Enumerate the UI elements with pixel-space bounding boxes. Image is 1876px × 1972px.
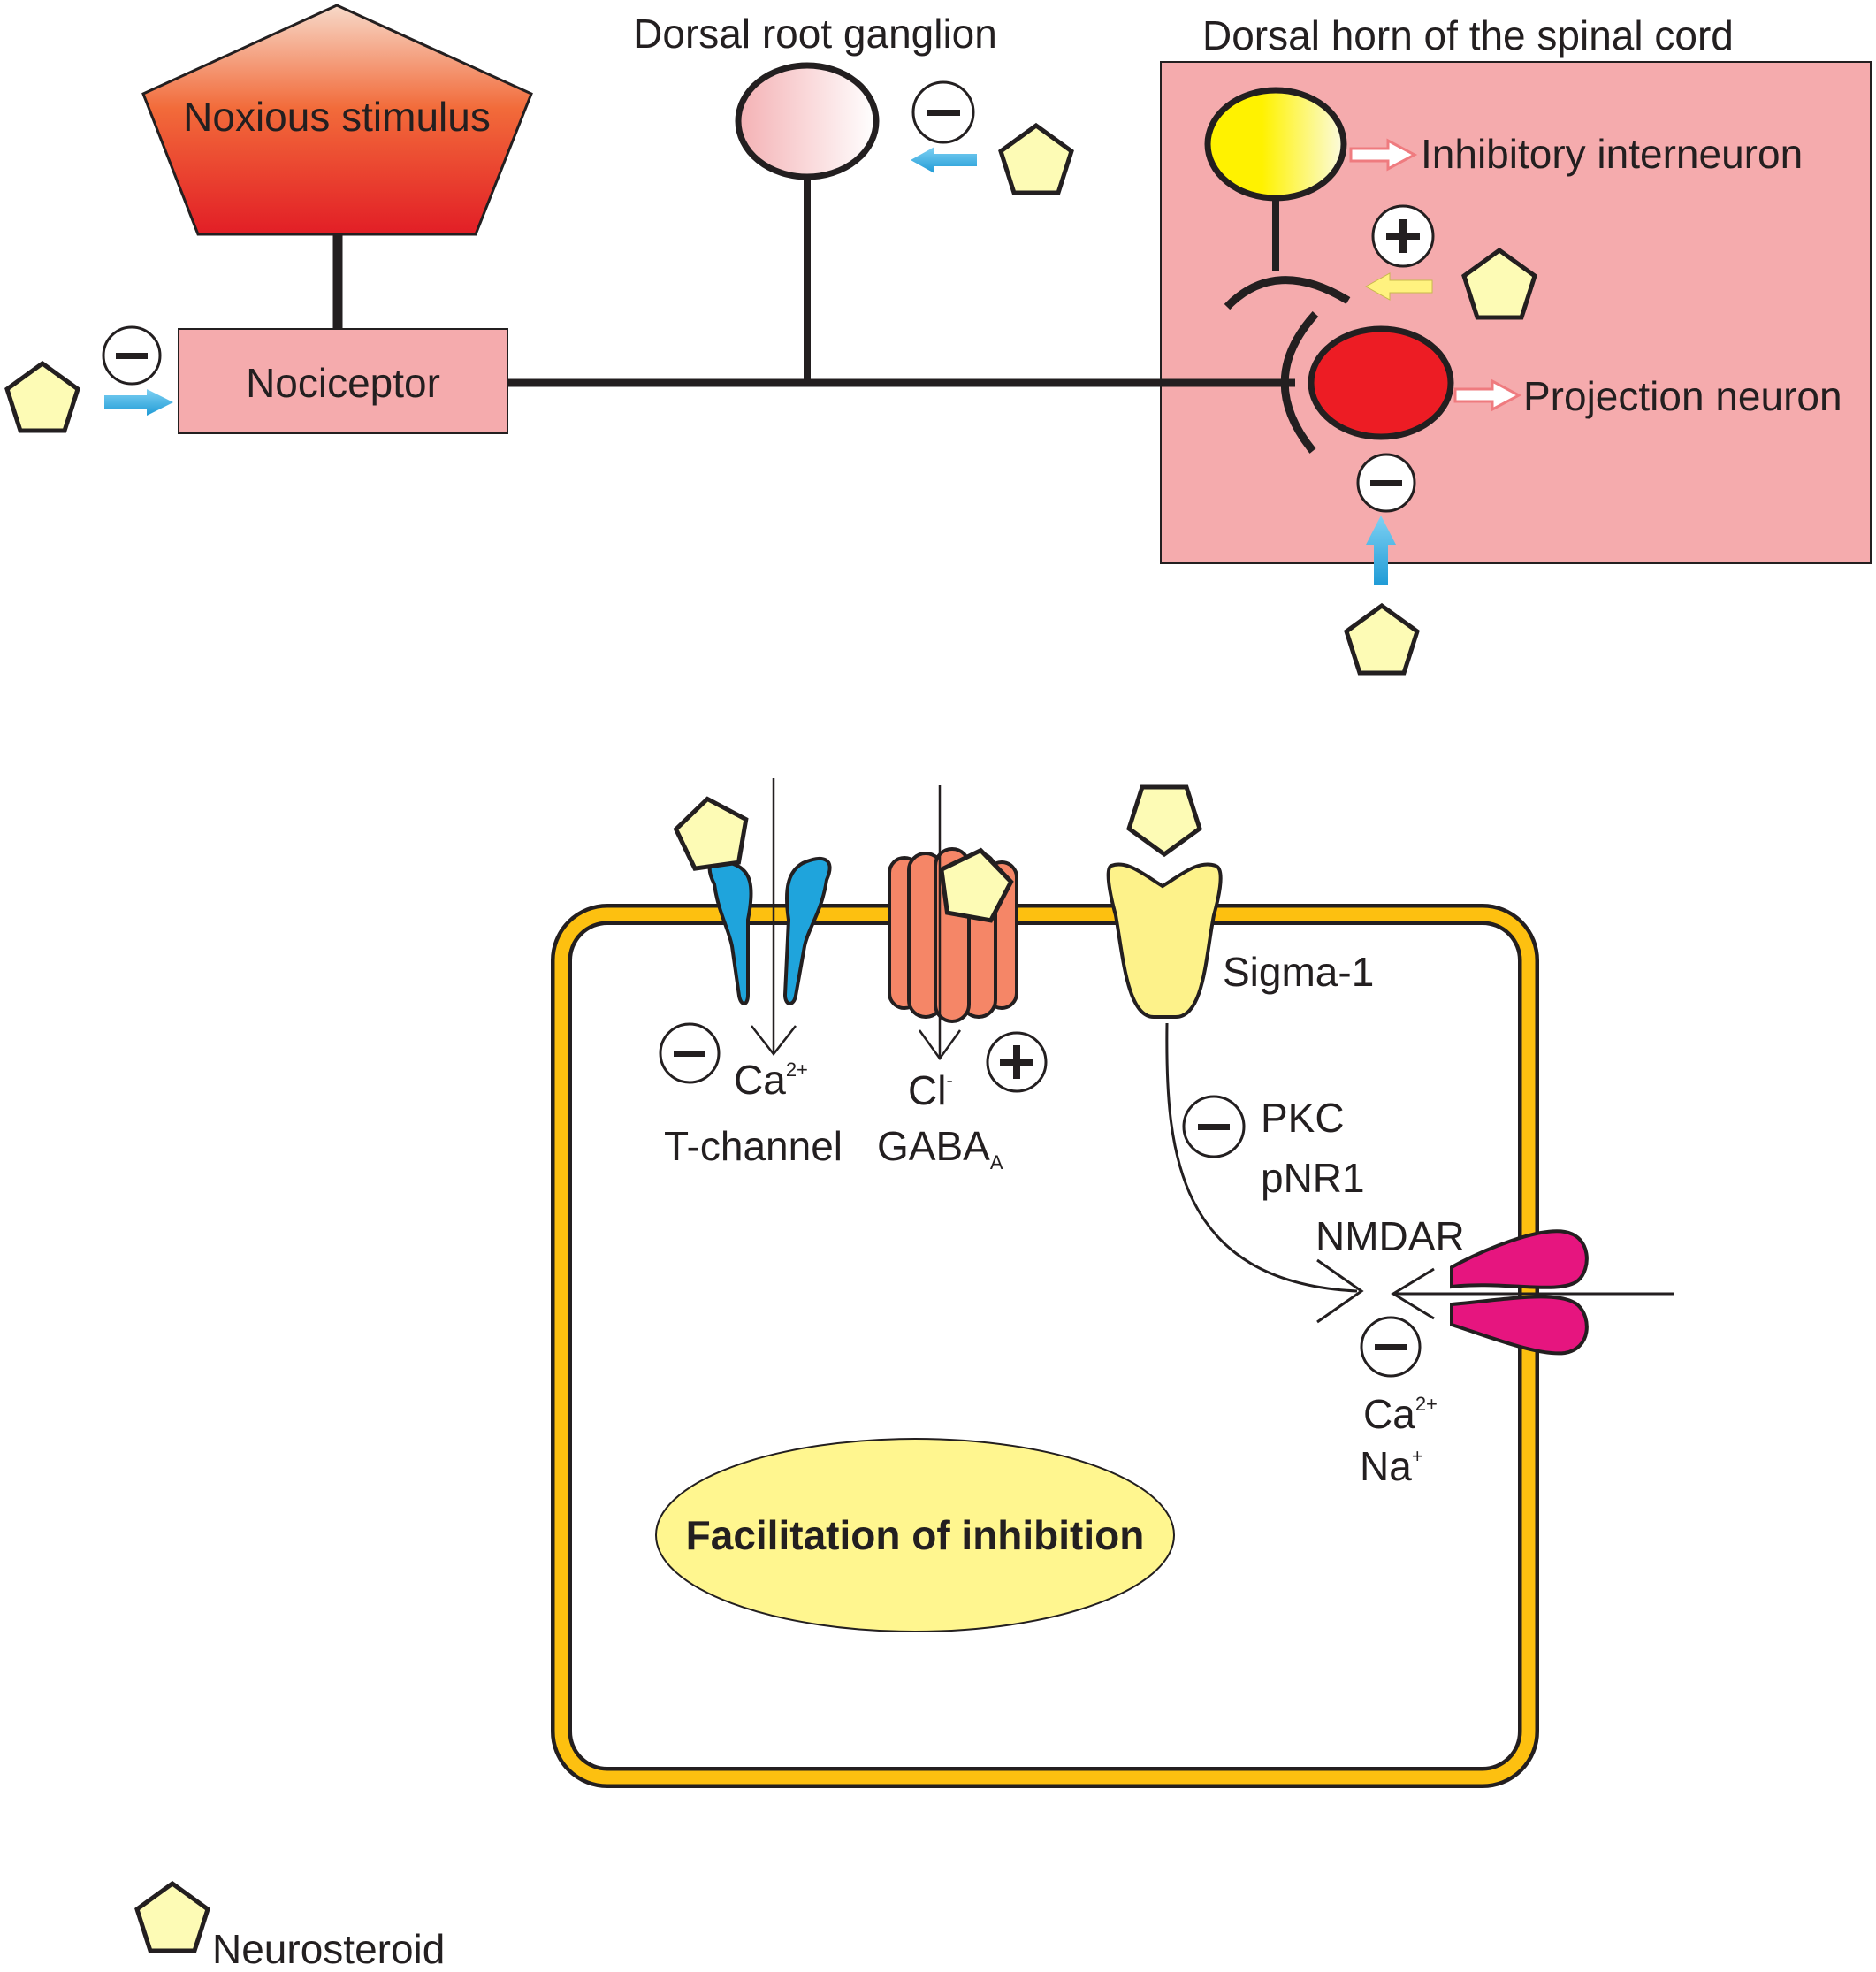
projection-blue-arrow: [1366, 516, 1396, 585]
interneuron-yellow-arrow: [1364, 272, 1433, 301]
t-channel-flux-head: [751, 1025, 797, 1057]
nmdar-inhibition-sign: [1360, 1316, 1422, 1378]
gaba-a-facilitation-sign: [986, 1031, 1048, 1093]
sigma1-neurosteroid: [1129, 787, 1200, 854]
t-channel: [707, 856, 832, 1005]
interneuron-terminal: [1224, 276, 1351, 310]
sigma1-pathway-inhibition-sign: [1182, 1095, 1246, 1158]
gaba-a-flux-head: [918, 1029, 962, 1061]
facilitation-ellipse: [655, 1438, 1175, 1632]
projection-neuron-label: Projection neuron: [1523, 373, 1842, 419]
nmdar-receptor: [1450, 1229, 1589, 1356]
gaba-a-receptor: [888, 847, 1018, 1023]
legend-neurosteroid-icon: [137, 1884, 208, 1951]
nmdar-flux-head: [1391, 1267, 1435, 1320]
nociceptor-label: Nociceptor: [246, 360, 440, 406]
t-channel-inhibition-sign: [659, 1022, 721, 1084]
nmdar-na-ion: Na+: [1360, 1443, 1423, 1489]
nociceptor-inhibition-sign: [102, 325, 162, 386]
nociceptor-neurosteroid: [7, 363, 78, 431]
t-channel-neurosteroid: [673, 794, 752, 870]
nmdar-ca-ion: Ca2+: [1363, 1391, 1438, 1437]
t-channel-label: T-channel: [664, 1123, 843, 1169]
sigma1-pathway-head: [1316, 1258, 1364, 1324]
pkc-label: PKC: [1261, 1095, 1345, 1141]
projection-inhibition-sign: [1356, 453, 1416, 513]
dorsal-root-ganglion-label: Dorsal root ganglion: [633, 11, 997, 57]
dorsal-horn-label: Dorsal horn of the spinal cord: [1202, 12, 1734, 58]
gaba-a-ion: Cl-: [908, 1067, 953, 1113]
nociceptor-terminal: [1280, 310, 1319, 454]
projection-neurosteroid: [1346, 606, 1417, 673]
nociceptor-box: [178, 328, 508, 434]
drg-neurosteroid: [1001, 126, 1071, 193]
nmdar-label: NMDAR: [1315, 1213, 1465, 1259]
facilitation-label: Facilitation of inhibition: [686, 1512, 1145, 1558]
t-channel-ion: Ca2+: [734, 1057, 808, 1103]
sigma1-label: Sigma-1: [1223, 949, 1374, 995]
legend-label: Neurosteroid: [212, 1926, 445, 1968]
noxious-stimulus-label: Noxious stimulus: [183, 94, 491, 140]
gaba-a-label: GABAA: [877, 1123, 1003, 1173]
sigma1-receptor: [1106, 862, 1223, 1019]
pnr1-label: pNR1: [1261, 1155, 1365, 1201]
projection-neuron-soma: [1308, 325, 1454, 440]
interneuron-facilitation-sign: [1371, 204, 1435, 268]
nociceptor-blue-arrow: [104, 389, 173, 416]
drg-inhibition-sign: [911, 80, 975, 144]
sigma1-pathway-line: [1165, 1022, 1358, 1293]
drg-blue-arrow: [911, 147, 977, 173]
dorsal-root-ganglion-soma: [735, 62, 880, 180]
inhibitory-interneuron-label: Inhibitory interneuron: [1421, 131, 1803, 177]
inhibitory-interneuron-soma: [1204, 87, 1347, 202]
